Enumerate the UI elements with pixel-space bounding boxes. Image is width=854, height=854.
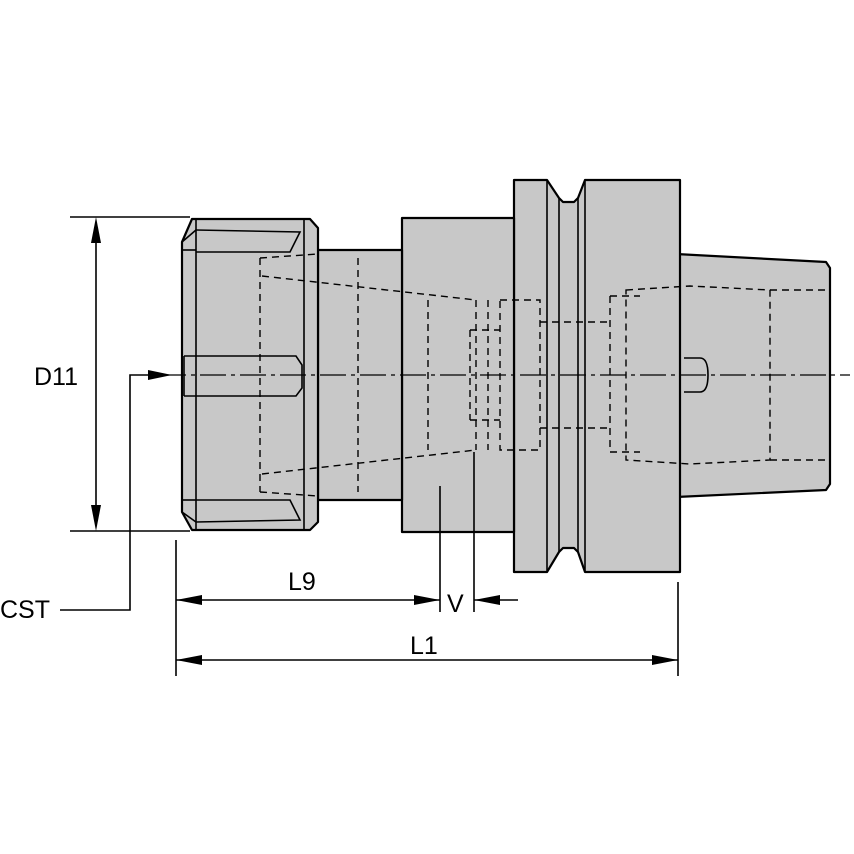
drive-slot [684, 357, 709, 393]
flange [512, 178, 682, 574]
v-label: V [447, 590, 464, 618]
cst-label: CST [0, 596, 50, 624]
d11-label: D11 [34, 363, 78, 391]
l9-label: L9 [288, 568, 316, 596]
dimension-v [473, 452, 518, 612]
dimension-l9 [175, 486, 441, 676]
dimension-l1 [176, 582, 679, 676]
hidden-lines [259, 253, 826, 497]
dimension-cst [60, 370, 172, 611]
l1-label: L1 [410, 632, 438, 660]
dimension-d11 [70, 216, 190, 532]
flange-detail [546, 180, 586, 572]
toolholder-body [180, 178, 832, 574]
